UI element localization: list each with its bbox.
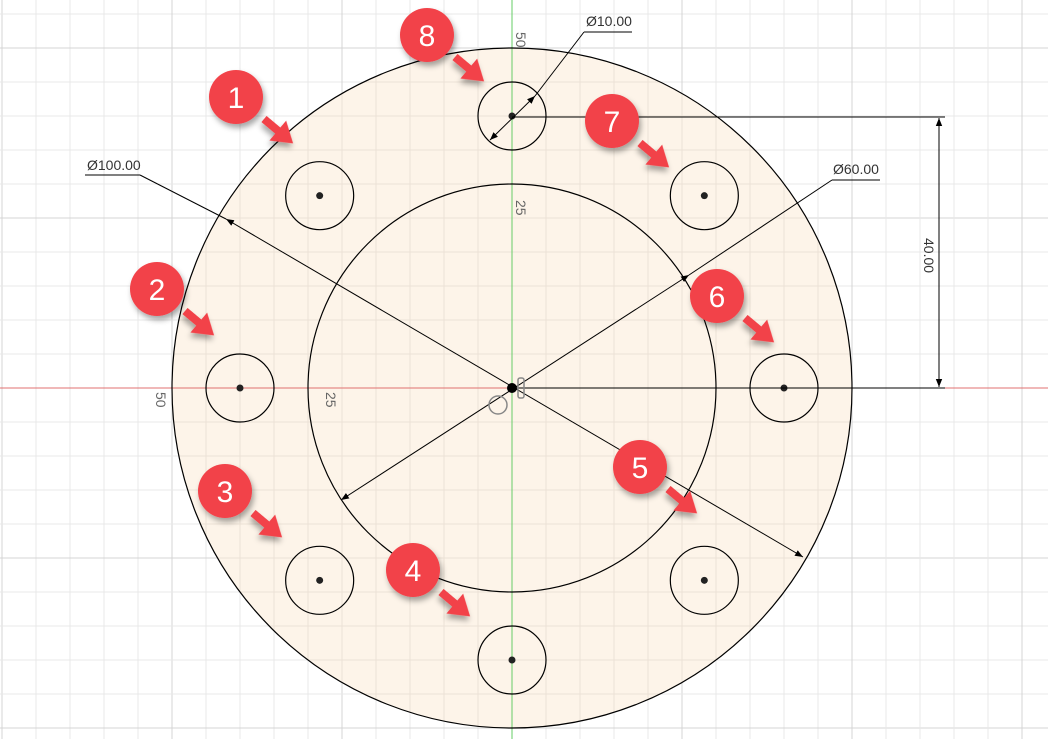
badge-label: 3	[217, 476, 234, 509]
arrow-icon	[250, 509, 283, 538]
arrow-icon	[438, 588, 471, 617]
hole-center-point[interactable]	[700, 192, 708, 200]
axis-label-left-25: 25	[323, 392, 339, 408]
badge-label: 5	[632, 452, 649, 485]
axis-label-top-25: 25	[513, 200, 529, 216]
callout-badge-1: 1	[209, 70, 294, 144]
dimension-vertical-label: 40.00	[921, 238, 937, 273]
callout-badge-5: 5	[613, 440, 698, 514]
origin-point[interactable]	[488, 377, 525, 415]
callout-badge-7: 7	[585, 94, 670, 168]
hole-center-point[interactable]	[316, 576, 324, 584]
dimension-outer-label: Ø100.00	[87, 157, 141, 173]
callout-badge-2: 2	[130, 262, 215, 336]
dimension-vertical-distance[interactable]: 40.00	[512, 116, 945, 389]
callout-badge-8: 8	[400, 8, 485, 82]
hole-center-point[interactable]	[316, 192, 324, 200]
axis-label-left-50: 50	[153, 392, 169, 408]
arrow-icon	[742, 314, 775, 343]
axis-label-top-50: 50	[513, 32, 529, 48]
callout-badge-6: 6	[690, 269, 775, 343]
dimension-hole-label: Ø10.00	[586, 13, 632, 29]
bolt-hole[interactable]	[477, 625, 547, 695]
arrow-icon	[261, 115, 294, 144]
badge-label: 1	[228, 82, 245, 115]
dimension-hole-diameter[interactable]: Ø10.00	[489, 13, 632, 141]
arrow-icon	[452, 53, 485, 82]
arrow-icon	[637, 139, 670, 168]
arrow-icon	[182, 307, 215, 336]
badge-label: 2	[149, 274, 166, 307]
arrow-icon	[665, 485, 698, 514]
callout-badges: 1 2 3 4 5 6 7 8	[130, 8, 775, 617]
hole-center-point[interactable]	[236, 384, 244, 392]
callout-badge-4: 4	[386, 543, 471, 617]
badge-label: 7	[604, 106, 621, 139]
hole-center-point[interactable]	[508, 656, 516, 664]
hole-center-point[interactable]	[700, 576, 708, 584]
badge-label: 6	[709, 281, 726, 314]
badge-label: 8	[419, 20, 436, 53]
badge-label: 4	[405, 555, 422, 588]
dimension-inner-label: Ø60.00	[833, 161, 879, 177]
fix-constraint-icon	[488, 395, 508, 415]
callout-badge-3: 3	[198, 464, 283, 538]
